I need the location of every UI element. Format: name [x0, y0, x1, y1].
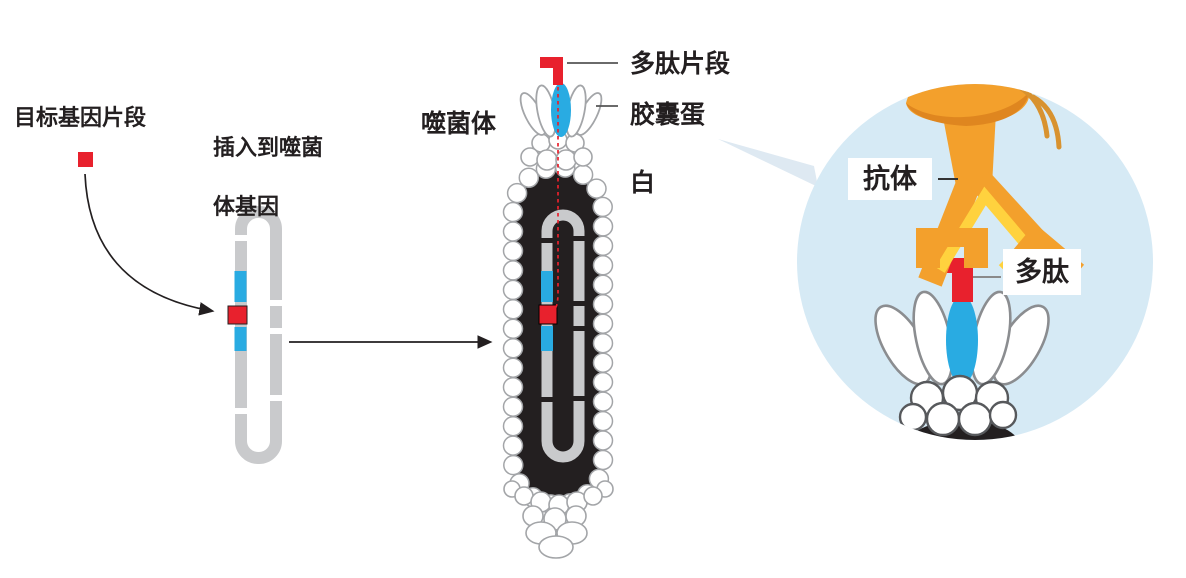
phage-blue-segment-bottom	[541, 326, 553, 351]
label-phage: 噬菌体	[421, 110, 497, 138]
magnified-petals	[874, 290, 1050, 386]
zoom-callout-wedge	[718, 139, 818, 187]
label-insert-line2: 体基因	[213, 194, 280, 220]
coat-bead	[592, 216, 614, 237]
plasmid-inserted-gene-square	[227, 305, 248, 325]
displayed-peptide-hook-icon	[540, 57, 563, 85]
coat-bead	[592, 196, 613, 218]
plasmid-gaps	[234, 235, 282, 414]
coat-bead	[592, 313, 614, 334]
coat-bead	[502, 435, 524, 456]
coat-bead	[592, 294, 614, 315]
peptide-gene-link-dashed-line	[548, 87, 559, 316]
label-polypeptide-fragment: 多肽片段	[630, 50, 731, 78]
target-gene-square-icon	[78, 152, 93, 167]
coat-bead	[502, 318, 524, 340]
plasmid-group	[227, 206, 282, 464]
coat-bead	[592, 274, 614, 296]
coat-bead	[592, 410, 614, 432]
coat-bead	[502, 299, 524, 320]
coat-bead	[502, 376, 524, 398]
label-coat-protein: 胶囊蛋 白	[630, 99, 750, 200]
antibody-group	[906, 84, 1085, 294]
coat-bead	[502, 221, 524, 242]
coat-bead	[502, 240, 524, 262]
phage-genome-gaps	[541, 236, 585, 402]
coat-bead	[502, 415, 524, 437]
coat-bead	[503, 454, 524, 476]
coat-bead	[592, 449, 614, 471]
phage-top-balls	[520, 130, 593, 171]
target-gene-group	[78, 152, 215, 316]
label-insert-into-phage-gene: 插入到噬菌 体基因	[213, 133, 363, 222]
coat-bead	[592, 235, 614, 257]
plasmid-blue-segment-top	[234, 271, 247, 302]
antibody-head-shade	[906, 92, 1029, 126]
insert-curved-arrow	[84, 173, 215, 316]
label-polypeptide: 多肽	[1003, 249, 1081, 295]
phage-group	[502, 57, 618, 559]
coat-bead	[586, 178, 607, 199]
phage-genome-loop	[538, 209, 585, 463]
coat-bead	[592, 332, 614, 354]
magnified-phage-body	[905, 420, 1021, 440]
coat-bead	[502, 357, 524, 378]
phage-p3-protein-blue	[551, 83, 571, 137]
phage-inserted-gene-square	[538, 304, 558, 325]
coat-bead	[592, 430, 614, 451]
plasmid-blue-segment-bottom	[234, 327, 247, 351]
antibody-left-binding-site	[916, 228, 988, 268]
coat-bead	[592, 371, 614, 393]
label-target-gene-fragment: 目标基因片段	[14, 105, 147, 130]
label-antibody: 抗体	[848, 158, 932, 200]
coat-bead	[506, 182, 528, 204]
callout-group	[718, 84, 1153, 440]
magnified-p3-protein-blue	[946, 295, 978, 385]
antibody-stem	[942, 112, 996, 186]
antibody-head-dome	[906, 84, 1030, 125]
coat-bead	[592, 352, 614, 373]
coat-bead	[502, 396, 524, 417]
coat-bead	[502, 338, 524, 359]
label-insert-line1: 插入到噬菌	[213, 135, 324, 160]
coat-bead	[592, 255, 614, 276]
coat-bead	[502, 279, 524, 301]
phage-tip-petals	[519, 83, 603, 138]
coat-bead	[502, 201, 524, 223]
coat-bead	[518, 167, 540, 188]
label-coat-protein-line2: 白	[630, 168, 656, 197]
motion-arc-2	[1030, 94, 1062, 150]
coat-bead	[592, 391, 614, 412]
phage-tail-balls	[503, 480, 614, 559]
label-coat-protein-line1: 胶囊蛋	[630, 101, 706, 129]
zoom-circle-content	[874, 84, 1085, 440]
phage-blue-segment-top	[541, 271, 553, 302]
coat-bead	[502, 260, 524, 281]
magnified-balls	[898, 374, 1018, 437]
